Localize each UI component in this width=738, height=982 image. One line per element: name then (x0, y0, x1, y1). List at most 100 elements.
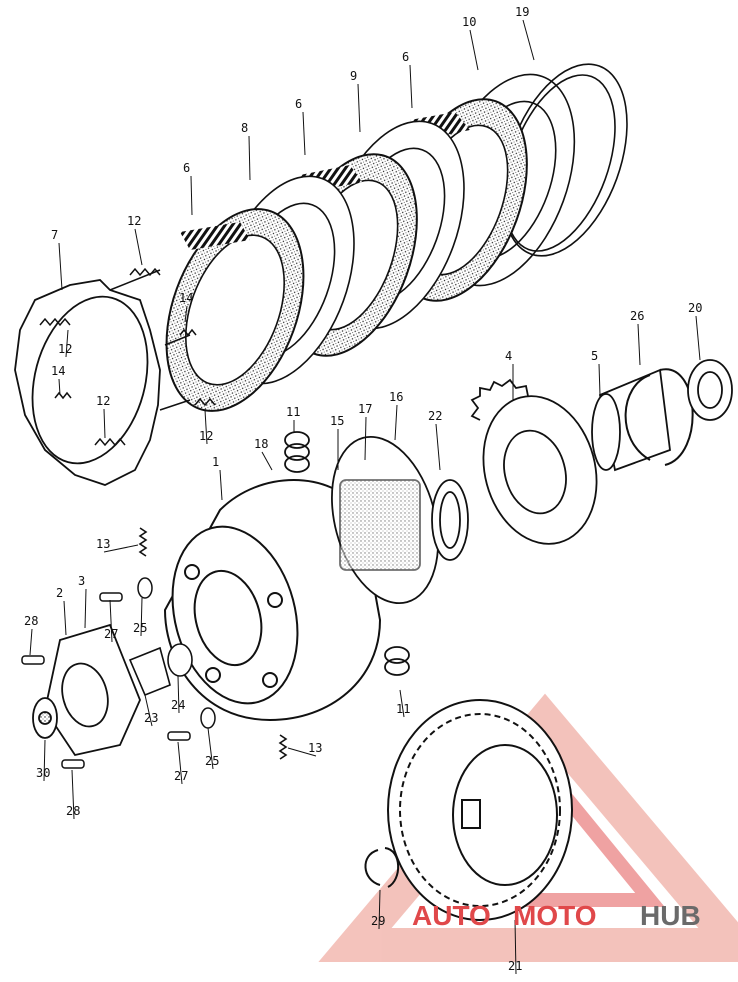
callout-leader-27 (177, 741, 183, 785)
callout-leader-14 (184, 305, 188, 323)
callout-leader-27 (109, 599, 113, 643)
callout-leader-12 (134, 228, 143, 266)
callout-leader-13 (103, 544, 139, 553)
callout-21: 21 (508, 959, 522, 973)
callout-27: 27 (174, 769, 188, 783)
callout-6: 6 (295, 97, 302, 111)
callout-3: 3 (78, 574, 85, 588)
bolts-27-28 (21, 592, 191, 769)
callout-leader-7 (58, 242, 63, 291)
callout-22: 22 (428, 409, 442, 423)
callout-leader-18 (261, 451, 273, 471)
callout-leader-12 (103, 408, 106, 439)
part-5-collar (591, 368, 671, 472)
callout-14: 14 (179, 291, 193, 305)
callout-leader-6 (302, 111, 306, 156)
callout-leader-2 (63, 600, 67, 636)
callout-leader-14 (58, 378, 61, 396)
callout-20: 20 (688, 301, 702, 315)
part-13-springs (138, 527, 288, 760)
callout-leader-26 (637, 323, 641, 366)
callout-leader-12 (65, 329, 69, 358)
callout-6: 6 (402, 50, 409, 64)
callout-17: 17 (358, 402, 372, 416)
callout-15: 15 (330, 414, 344, 428)
part-20-bearing (687, 359, 733, 421)
part-26-circlip (624, 368, 694, 466)
callout-leader-30 (43, 739, 46, 782)
part-15-17-clutch-center (331, 435, 439, 605)
callout-12: 12 (96, 394, 110, 408)
callout-7: 7 (51, 228, 58, 242)
callout-leader-28 (71, 769, 75, 820)
callout-leader-21 (514, 919, 517, 975)
callout-leader-20 (695, 315, 701, 361)
callout-4: 4 (505, 349, 512, 363)
callout-18: 18 (254, 437, 268, 451)
callout-leader-3 (84, 588, 87, 629)
part-4-primary-gear (470, 378, 598, 545)
callout-leader-24 (177, 675, 180, 714)
springs-12-14 (39, 267, 216, 447)
callout-leader-9 (357, 83, 361, 133)
part-29-circlip (364, 847, 400, 888)
callout-leader-10 (469, 29, 479, 71)
callout-5: 5 (591, 349, 598, 363)
callout-leader-11 (399, 689, 405, 718)
part-1-clutch-drum (163, 479, 382, 722)
callout-leader-29 (378, 889, 381, 930)
callout-11: 11 (396, 702, 410, 716)
callout-8: 8 (241, 121, 248, 135)
callout-1: 1 (212, 455, 219, 469)
callout-12: 12 (199, 429, 213, 443)
callout-12: 12 (58, 342, 72, 356)
callout-leader-13 (287, 747, 317, 757)
callout-6: 6 (183, 161, 190, 175)
part-11-springs (284, 431, 410, 676)
part-22-ring (431, 479, 469, 561)
watermark-moto: MOTO (513, 900, 596, 931)
callout-leader-16 (394, 404, 398, 441)
callout-11: 11 (286, 405, 300, 419)
callout-13: 13 (308, 741, 322, 755)
callout-10: 10 (462, 15, 476, 29)
callout-leader-19 (522, 19, 535, 61)
callout-27: 27 (104, 627, 118, 641)
callout-2: 2 (56, 586, 63, 600)
callout-14: 14 (51, 364, 65, 378)
callout-leader-22 (435, 423, 441, 471)
callout-leader-12 (204, 409, 208, 445)
callout-28: 28 (24, 614, 38, 628)
callout-leader-25 (207, 727, 214, 770)
callout-23: 23 (144, 711, 158, 725)
callout-28: 28 (66, 804, 80, 818)
part-6-friction-disc-front (165, 208, 305, 412)
watermark-hub: HUB (640, 900, 701, 931)
callout-leader-28 (29, 628, 33, 656)
watermark-text: AUTO MOTO HUB (412, 900, 701, 931)
callout-29: 29 (371, 914, 385, 928)
callout-16: 16 (389, 390, 403, 404)
part-21-driven-gear (387, 699, 573, 921)
callout-leader-5 (598, 363, 601, 396)
part-23-24-cam (128, 643, 193, 697)
part-2-3-lifter-plate (44, 623, 141, 757)
callout-leader-6 (190, 175, 193, 216)
callout-leader-17 (364, 416, 367, 461)
watermark-auto: AUTO (412, 900, 491, 931)
callout-25: 25 (205, 754, 219, 768)
callout-leader-25 (140, 597, 143, 637)
callout-25: 25 (133, 621, 147, 635)
callout-leader-6 (409, 64, 413, 109)
callout-12: 12 (127, 214, 141, 228)
callout-leader-1 (219, 469, 223, 501)
callout-24: 24 (171, 698, 185, 712)
part-30-bearing (32, 697, 58, 739)
callout-leader-8 (248, 135, 251, 181)
callout-9: 9 (350, 69, 357, 83)
callout-leader-23 (144, 694, 153, 727)
callout-13: 13 (96, 537, 110, 551)
